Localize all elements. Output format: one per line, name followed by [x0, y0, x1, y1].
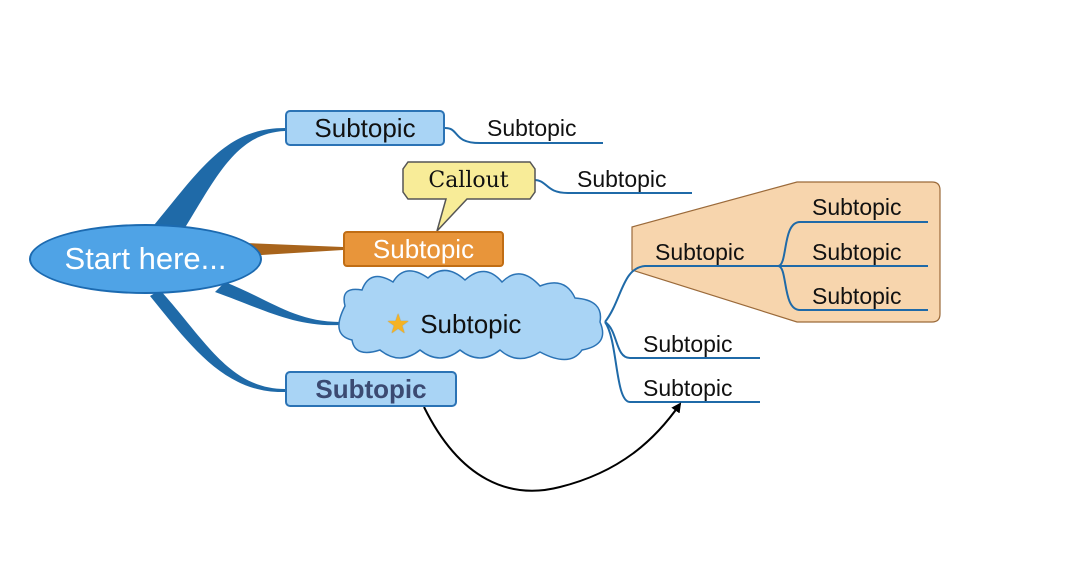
connector-cloud-child-2 — [604, 321, 760, 359]
subtopic-3-1-2[interactable]: Subtopic — [812, 239, 902, 265]
subtopic-1-1[interactable]: Subtopic — [487, 115, 577, 141]
subtopic-3-1-3[interactable]: Subtopic — [812, 283, 902, 309]
connector-callout-subtopic — [533, 179, 692, 194]
main-topic-4-label: Subtopic — [315, 373, 427, 404]
subtopic-3-3[interactable]: Subtopic — [643, 375, 733, 401]
main-topic-3-label: Subtopic — [420, 308, 522, 339]
callout-label: Callout — [428, 167, 509, 193]
main-topic-1-label: Subtopic — [314, 112, 416, 143]
subtopic-3-1[interactable]: Subtopic — [655, 239, 745, 265]
subtopic-3-2[interactable]: Subtopic — [643, 331, 733, 357]
central-topic-label: Start here... — [64, 241, 227, 276]
boundary-shape — [631, 181, 941, 323]
cloud-shape — [338, 269, 604, 361]
main-branch-4 — [150, 290, 285, 393]
callout-bubble — [402, 161, 536, 232]
connector-cloud-child-3 — [604, 321, 760, 403]
star-icon: ★ — [386, 308, 411, 339]
central-topic[interactable]: Start here... — [29, 224, 262, 294]
connector-boundary-child-3 — [777, 265, 928, 311]
callout[interactable]: Callout — [403, 161, 534, 199]
connector-boundary-subtopic — [604, 265, 778, 323]
connector-subtopic-1a — [444, 127, 603, 144]
connector-boundary-child-1 — [777, 221, 928, 267]
main-topic-4[interactable]: Subtopic — [285, 371, 457, 407]
main-branch-1 — [150, 128, 285, 236]
relationship-arrow[interactable] — [423, 402, 682, 492]
main-branch-3 — [215, 282, 340, 326]
main-topic-1[interactable]: Subtopic — [285, 110, 445, 146]
main-topic-2[interactable]: Subtopic — [343, 231, 504, 267]
callout-subtopic[interactable]: Subtopic — [577, 166, 667, 192]
main-topic-3[interactable]: ★ Subtopic — [386, 306, 521, 342]
main-topic-2-label: Subtopic — [372, 233, 475, 264]
subtopic-3-1-1[interactable]: Subtopic — [812, 194, 902, 220]
main-branch-2 — [245, 243, 343, 256]
